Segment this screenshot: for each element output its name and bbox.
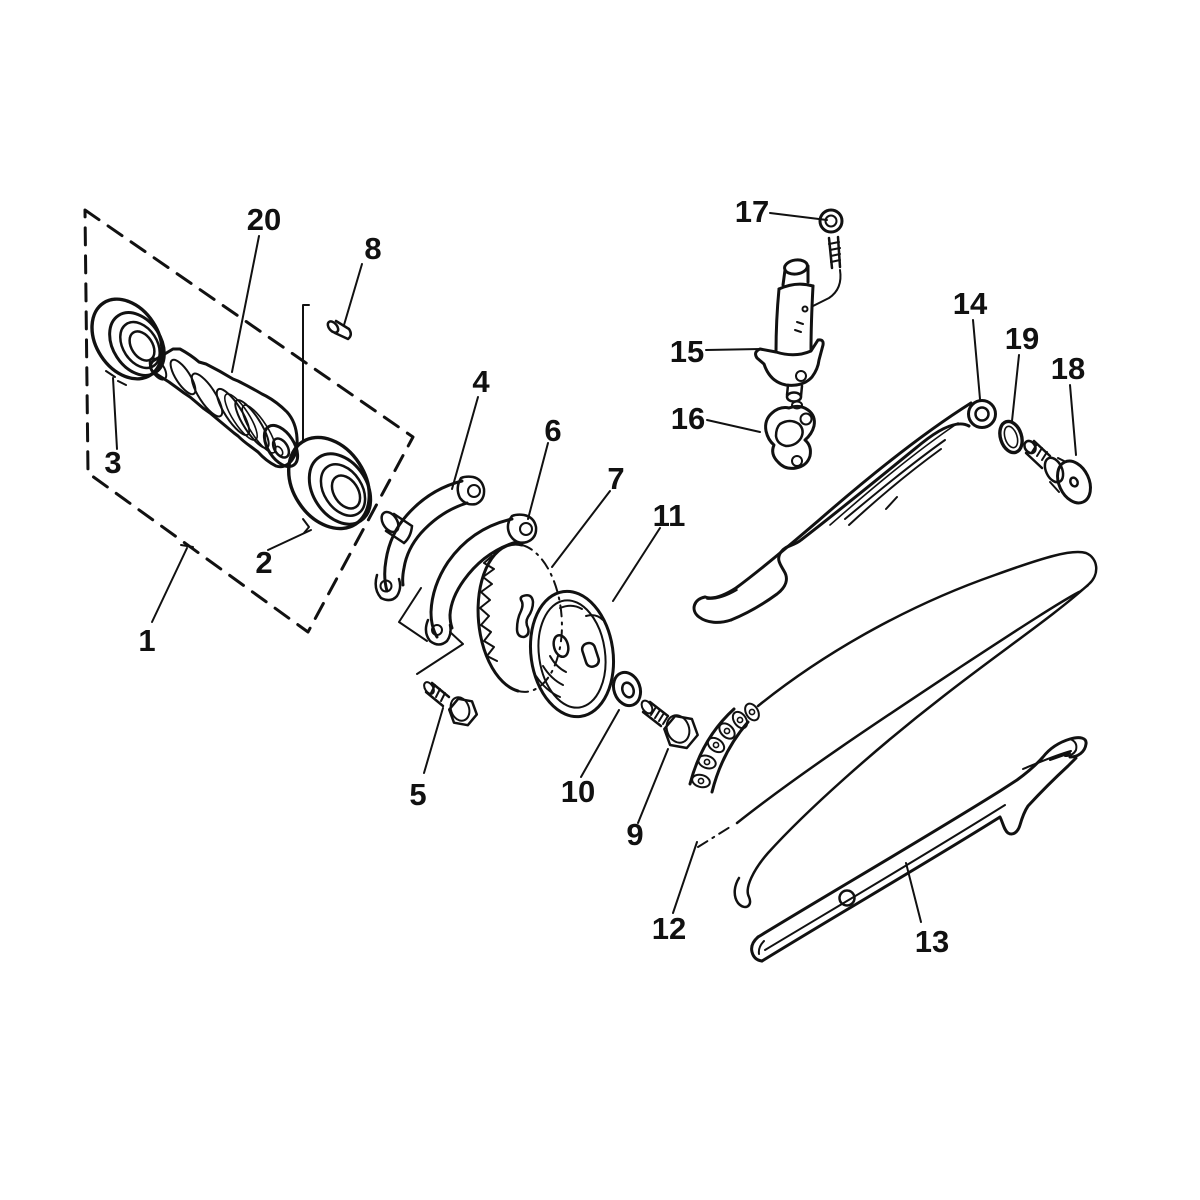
bolt-part5 [423, 681, 479, 727]
callout-5: 5 [409, 777, 426, 812]
tensioner-arm-part14 [692, 399, 997, 624]
gasket-part16 [764, 404, 816, 470]
callout-labels: 1 2 3 4 5 6 7 8 9 10 11 12 13 14 15 16 1… [104, 194, 1085, 959]
chain-guide-part13 [750, 736, 1088, 963]
plate-top-hole [519, 522, 533, 536]
retainer-bottom-hole [379, 579, 393, 593]
callout-12: 12 [652, 911, 686, 946]
plate-bottom-hole [431, 624, 443, 636]
callout-3: 3 [104, 445, 121, 480]
callout-19: 19 [1005, 321, 1039, 356]
guide-hole [838, 889, 856, 907]
leader-lines [112, 212, 1077, 923]
callout-16: 16 [671, 401, 705, 436]
bolt-path-line [398, 587, 428, 642]
gasket-hole [799, 412, 813, 426]
diagram-ink: 1 2 3 4 5 6 7 8 9 10 11 12 13 14 15 16 1… [83, 194, 1098, 963]
callout-1: 1 [138, 623, 155, 658]
bearing-part2 [287, 435, 373, 534]
callout-2: 2 [255, 545, 272, 580]
bolt-part18 [1023, 439, 1092, 505]
callout-10: 10 [561, 774, 595, 809]
plunger-tip [785, 391, 803, 403]
chain-loop-outline [733, 550, 1098, 909]
guide-plate-part6 [416, 513, 538, 675]
arm-eyelet [967, 399, 997, 429]
chain-loop-inner [735, 590, 1081, 825]
bolt-part9 [640, 699, 699, 750]
assembly-boundary-part1 [83, 208, 415, 634]
retainer-boss [380, 510, 400, 534]
gasket-hole [791, 455, 803, 467]
bolt-part17 [812, 208, 844, 307]
bearing-notch [302, 518, 310, 534]
callout-13: 13 [915, 924, 949, 959]
pin-position-line [302, 304, 310, 441]
callout-11: 11 [653, 498, 686, 533]
plate-hole [552, 633, 570, 659]
callout-6: 6 [544, 413, 561, 448]
sprocket-slot [515, 594, 535, 639]
callout-9: 9 [626, 817, 643, 852]
washer-part10 [611, 670, 643, 708]
callout-15: 15 [670, 334, 704, 369]
bolt-position-line [812, 269, 842, 307]
callout-17: 17 [735, 194, 769, 229]
retainer-bracket-part4 [374, 475, 486, 642]
callout-14: 14 [953, 286, 988, 321]
camshaft-part20 [148, 347, 300, 469]
o-ring-part19 [998, 419, 1024, 455]
callout-20: 20 [247, 202, 281, 237]
bolt-path-line [416, 631, 464, 675]
callout-7: 7 [607, 461, 624, 496]
cam-sprocket-part7 [476, 542, 563, 693]
flange-hole [795, 370, 807, 382]
cover-plate-part11 [528, 589, 616, 719]
plate-cutout [580, 641, 601, 668]
retainer-top-hole [467, 484, 481, 498]
callout-4: 4 [472, 364, 490, 399]
chain-tensioner-part15 [754, 258, 825, 410]
callout-18: 18 [1051, 351, 1085, 386]
cam-chain-part12 [688, 550, 1098, 909]
dowel-pin-part8 [302, 304, 352, 441]
callout-8: 8 [364, 231, 381, 266]
